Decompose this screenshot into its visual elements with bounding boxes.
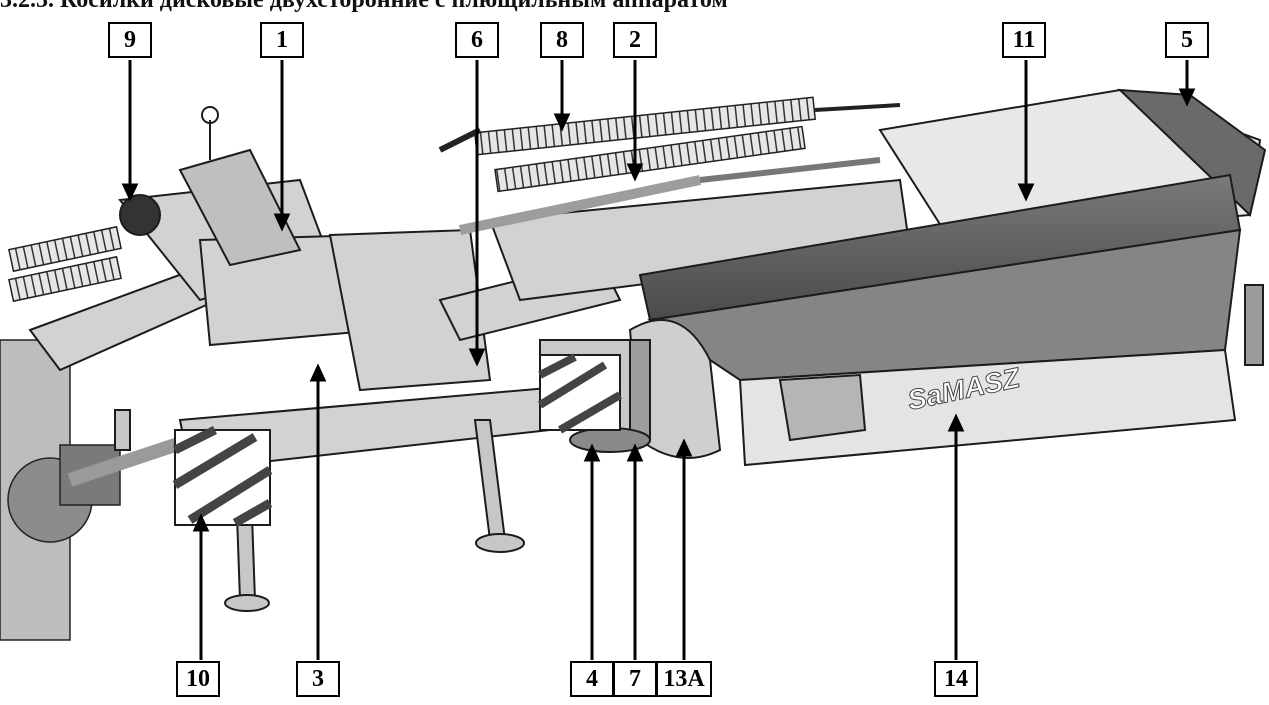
cutterbar-housing [638, 88, 1267, 467]
warning-panel-right [537, 353, 623, 434]
callout-13A: 13A [656, 661, 712, 697]
right-leg [1244, 284, 1264, 366]
main-frame [28, 178, 912, 472]
hitch-tower [119, 106, 302, 267]
callout-8: 8 [540, 22, 584, 58]
callout-4: 4 [570, 661, 614, 697]
leader-lines [121, 60, 1196, 660]
callout-6: 6 [455, 22, 499, 58]
callout-9: 9 [108, 22, 152, 58]
figure-title: 3.2.3. Косилки дисковые двухсторонние с … [0, 0, 728, 13]
callout-2: 2 [613, 22, 657, 58]
swath-disc [569, 427, 651, 453]
left-gearbox [0, 339, 193, 641]
top-springs [438, 96, 901, 193]
hydraulic-cylinder [458, 157, 881, 235]
callout-14: 14 [934, 661, 978, 697]
callout-7: 7 [613, 661, 657, 697]
callout-10: 10 [176, 661, 220, 697]
callout-1: 1 [260, 22, 304, 58]
callout-3: 3 [296, 661, 340, 697]
warning-panel [172, 425, 273, 527]
callout-5: 5 [1165, 22, 1209, 58]
left-springs [8, 225, 122, 303]
callout-11: 11 [1002, 22, 1046, 58]
